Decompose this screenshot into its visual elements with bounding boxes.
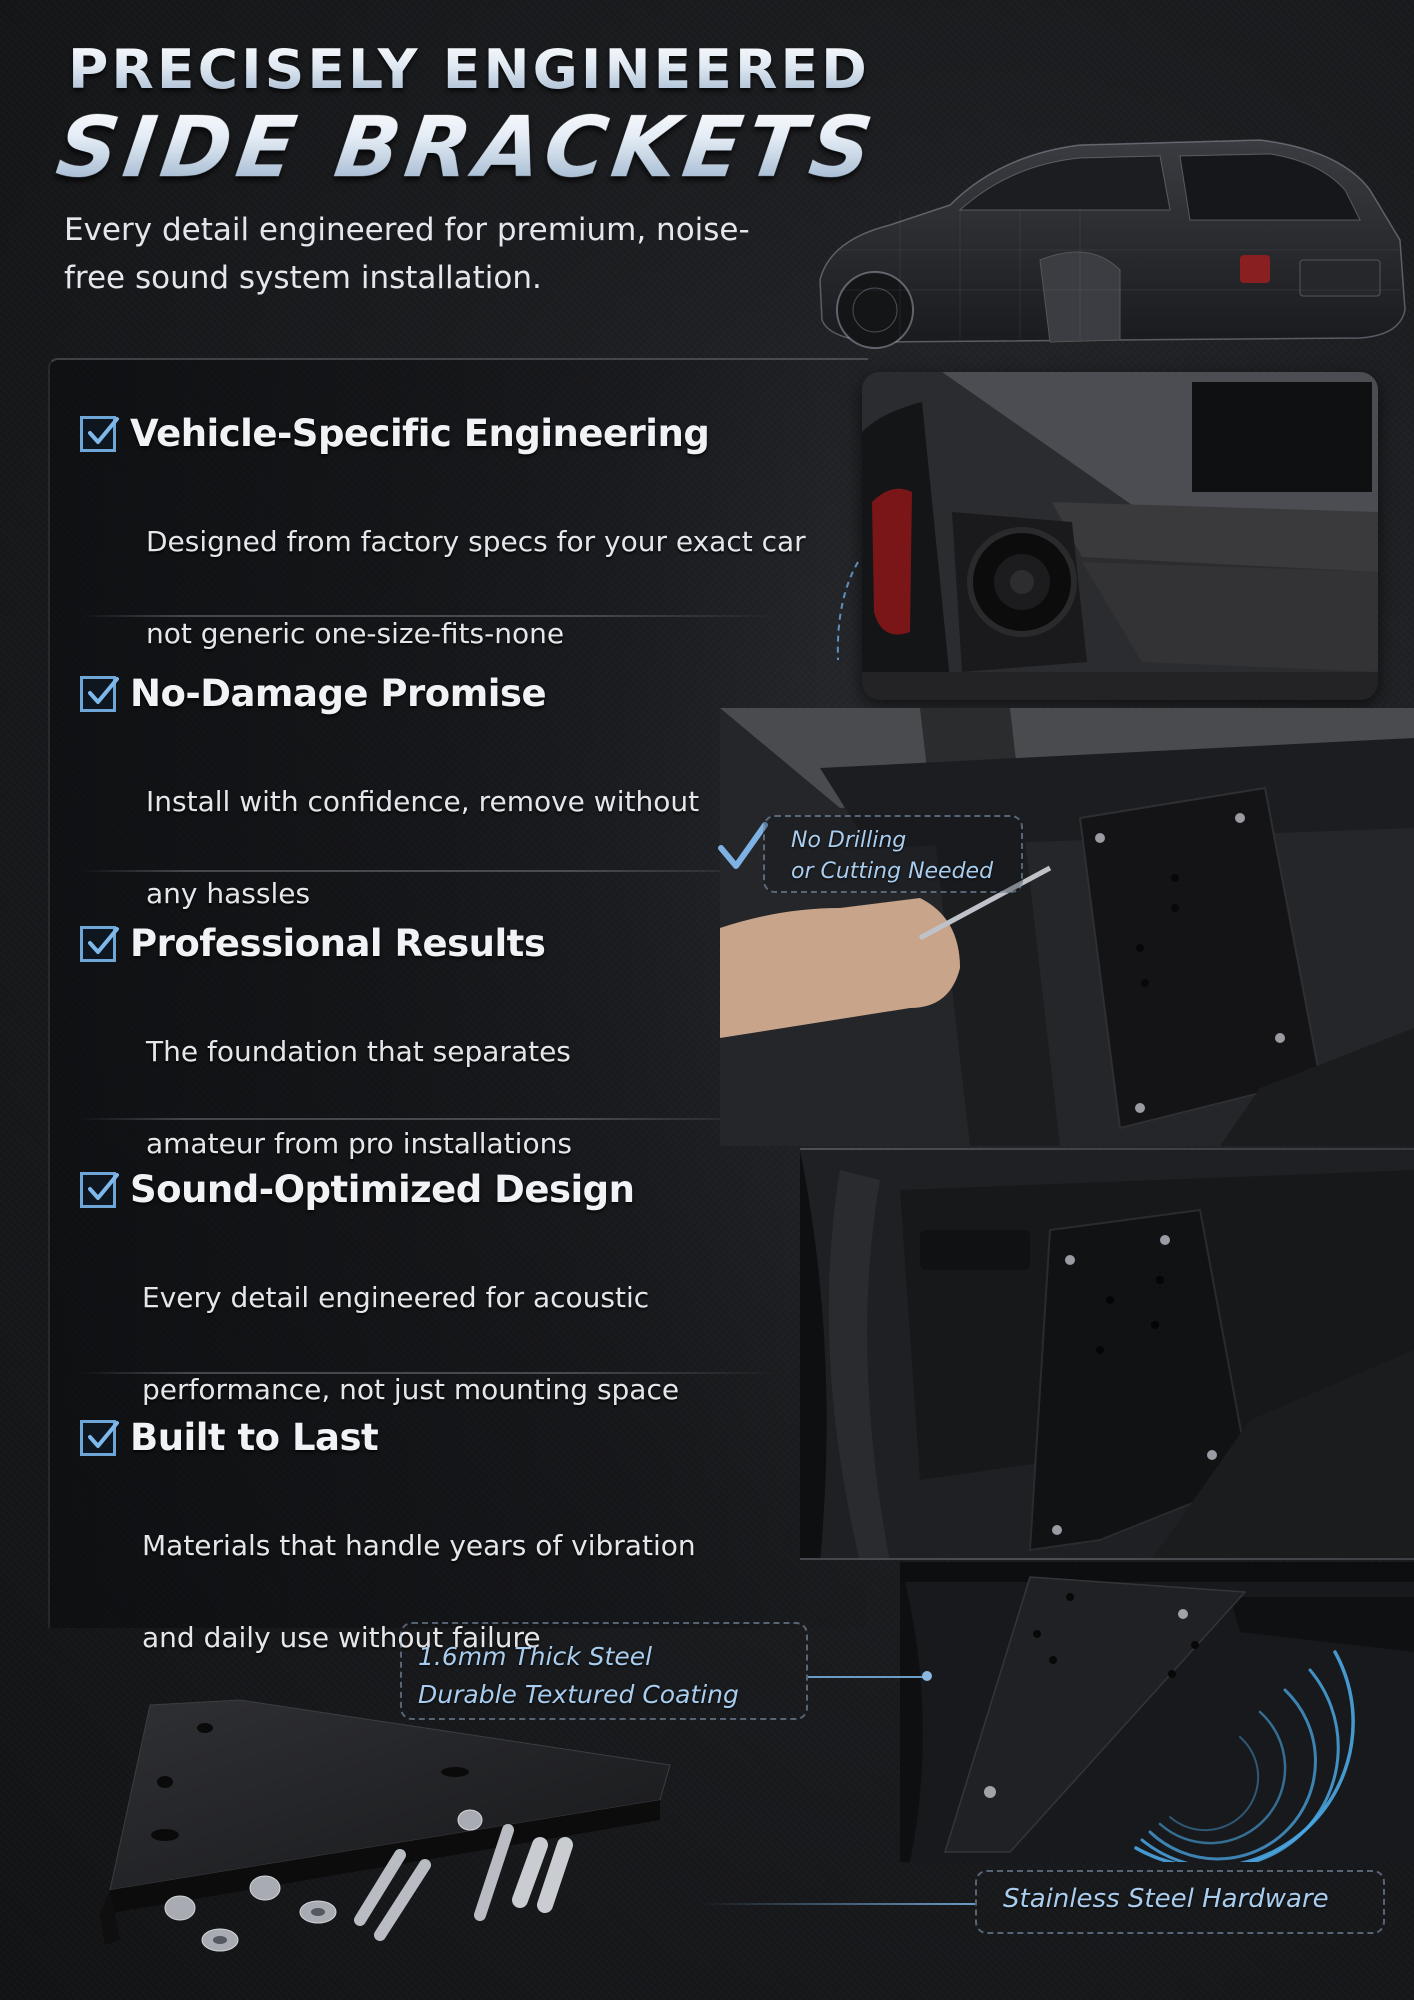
leader-line bbox=[700, 1903, 975, 1905]
feature-description: Materials that handle years of vibration… bbox=[142, 1477, 880, 1707]
title-line-1: PRECISELY ENGINEERED bbox=[68, 38, 870, 101]
divider bbox=[80, 870, 780, 872]
feature-sound-optimized: Sound-Optimized Design Every detail engi… bbox=[80, 1168, 880, 1459]
callout-line-2: or Cutting Needed bbox=[791, 859, 994, 884]
checkbox-checked-icon bbox=[80, 675, 119, 712]
feature-title: Professional Results bbox=[130, 922, 546, 965]
feature-desc-line-2: amateur from pro installations bbox=[146, 1127, 572, 1160]
leader-dot bbox=[922, 1671, 932, 1681]
hardware-callout: Stainless Steel Hardware bbox=[975, 1870, 1385, 1934]
checkbox-checked-icon bbox=[80, 1171, 119, 1208]
feature-title: No-Damage Promise bbox=[130, 672, 547, 715]
feature-title: Sound-Optimized Design bbox=[130, 1168, 635, 1211]
feature-desc-line-1: The foundation that separates bbox=[146, 1035, 571, 1068]
feature-desc-line-1: Install with confidence, remove without bbox=[146, 785, 700, 818]
feature-title: Built to Last bbox=[130, 1416, 379, 1459]
divider bbox=[80, 1372, 780, 1374]
feature-built-to-last: Built to Last Materials that handle year… bbox=[80, 1416, 880, 1707]
feature-description: Every detail engineered for acoustic per… bbox=[142, 1229, 880, 1459]
dashed-leader-line bbox=[836, 561, 859, 661]
feature-desc-line-2: and daily use without failure bbox=[142, 1621, 541, 1654]
checkbox-checked-icon bbox=[80, 415, 119, 452]
feature-desc-line-1: Every detail engineered for acoustic bbox=[142, 1281, 650, 1314]
feature-description: Designed from factory specs for your exa… bbox=[146, 473, 880, 703]
feature-desc-line-2: performance, not just mounting space bbox=[142, 1373, 680, 1406]
divider bbox=[80, 615, 780, 617]
mounted-bracket-photo bbox=[800, 1148, 1414, 1560]
checkbox-checked-icon bbox=[80, 1419, 119, 1456]
feature-description: The foundation that separates amateur fr… bbox=[146, 983, 880, 1213]
leader-line bbox=[808, 1676, 924, 1678]
feature-title: Vehicle-Specific Engineering bbox=[130, 412, 710, 455]
feature-professional-results: Professional Results The foundation that… bbox=[80, 922, 880, 1213]
bracket-kit-image bbox=[80, 1690, 780, 1990]
callout-line-2: Durable Textured Coating bbox=[418, 1680, 739, 1709]
checkmark-icon bbox=[718, 822, 768, 869]
divider bbox=[80, 1118, 780, 1120]
callout-line-1: No Drilling bbox=[791, 828, 907, 853]
steel-spec-callout: 1.6mm Thick Steel Durable Textured Coati… bbox=[400, 1622, 808, 1720]
feature-desc-line-2: not generic one-size-fits-none bbox=[146, 617, 565, 650]
no-drilling-callout: No Drilling or Cutting Needed bbox=[763, 815, 1023, 893]
feature-desc-line-1: Materials that handle years of vibration bbox=[142, 1529, 696, 1562]
feature-description: Install with confidence, remove without … bbox=[146, 733, 880, 963]
checkbox-checked-icon bbox=[80, 925, 119, 962]
subtitle-line-2: free sound system installation. bbox=[64, 260, 542, 296]
feature-desc-line-2: any hassles bbox=[146, 877, 311, 910]
feature-vehicle-specific: Vehicle-Specific Engineering Designed fr… bbox=[80, 412, 880, 703]
callout-line-1: 1.6mm Thick Steel bbox=[418, 1642, 653, 1671]
callout-text: Stainless Steel Hardware bbox=[1003, 1884, 1329, 1914]
installation-photo bbox=[720, 708, 1414, 1146]
title-line-2: SIDE BRACKETS bbox=[51, 98, 885, 196]
feature-desc-line-1: Designed from factory specs for your exa… bbox=[146, 525, 806, 558]
car-wireframe-image bbox=[800, 110, 1414, 360]
trunk-speaker-photo bbox=[862, 372, 1378, 700]
feature-no-damage: No-Damage Promise Install with confidenc… bbox=[80, 672, 880, 963]
subtitle: Every detail engineered for premium, noi… bbox=[64, 206, 824, 302]
sound-wave-bracket-photo bbox=[900, 1562, 1414, 1862]
subtitle-line-1: Every detail engineered for premium, noi… bbox=[64, 212, 750, 248]
